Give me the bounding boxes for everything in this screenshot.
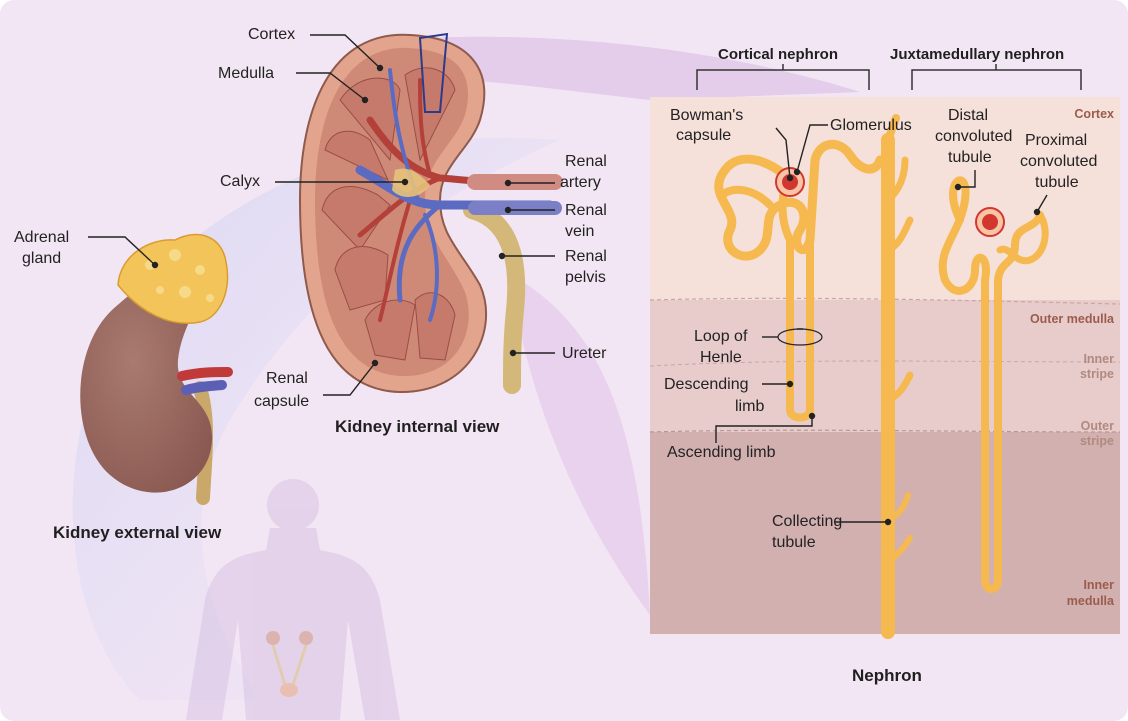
zone-inner-stripe-line2: stripe bbox=[1060, 367, 1114, 382]
title-nephron: Nephron bbox=[852, 666, 922, 685]
zone-cortex: Cortex bbox=[1064, 107, 1114, 122]
label-renal-pelvis-line2: pelvis bbox=[565, 268, 606, 287]
label-proximal-line2: convoluted bbox=[1020, 152, 1097, 171]
label-glomerulus: Glomerulus bbox=[830, 116, 912, 135]
title-internal: Kidney internal view bbox=[335, 417, 499, 436]
label-bowmans-line2: capsule bbox=[676, 126, 731, 145]
label-ureter: Ureter bbox=[562, 344, 606, 363]
zone-outer-medulla: Outer medulla bbox=[1010, 312, 1114, 327]
label-proximal-line3: tubule bbox=[1035, 173, 1079, 192]
title-external: Kidney external view bbox=[53, 523, 221, 542]
label-medulla: Medulla bbox=[218, 64, 274, 83]
label-collecting-line1: Collecting bbox=[772, 512, 842, 531]
label-calyx: Calyx bbox=[220, 172, 260, 191]
label-renal-artery-line1: Renal bbox=[565, 152, 607, 171]
label-adrenal-line1: Adrenal bbox=[14, 228, 69, 247]
label-renal-vein-line1: Renal bbox=[565, 201, 607, 220]
zone-outer-stripe-line2: stripe bbox=[1060, 434, 1114, 449]
label-renal-pelvis-line1: Renal bbox=[565, 247, 607, 266]
label-proximal-line1: Proximal bbox=[1025, 131, 1087, 150]
label-renal-vein-line2: vein bbox=[565, 222, 594, 241]
label-descending-line2: limb bbox=[735, 397, 764, 416]
zone-inner-medulla-line1: Inner bbox=[1060, 578, 1114, 593]
label-distal-line1: Distal bbox=[948, 106, 988, 125]
label-distal-line3: tubule bbox=[948, 148, 992, 167]
title-cortical-nephron: Cortical nephron bbox=[718, 45, 838, 64]
title-juxtamedullary-nephron: Juxtamedullary nephron bbox=[890, 45, 1064, 64]
label-collecting-line2: tubule bbox=[772, 533, 816, 552]
label-renal-artery-line2: artery bbox=[560, 173, 601, 192]
zone-outer-stripe-line1: Outer bbox=[1060, 419, 1114, 434]
label-distal-line2: convoluted bbox=[935, 127, 1012, 146]
label-cortex: Cortex bbox=[248, 25, 295, 44]
label-adrenal-line2: gland bbox=[22, 249, 61, 268]
zone-inner-medulla-line2: medulla bbox=[1050, 594, 1114, 609]
label-ascending: Ascending limb bbox=[667, 443, 776, 462]
label-renal-capsule-line2: capsule bbox=[254, 392, 309, 411]
label-bowmans-line1: Bowman's bbox=[670, 106, 743, 125]
label-renal-capsule-line1: Renal bbox=[266, 369, 308, 388]
label-loop-line1: Loop of bbox=[694, 327, 747, 346]
zone-inner-stripe-line1: Inner bbox=[1060, 352, 1114, 367]
label-descending-line1: Descending bbox=[664, 375, 749, 394]
label-loop-line2: Henle bbox=[700, 348, 742, 367]
